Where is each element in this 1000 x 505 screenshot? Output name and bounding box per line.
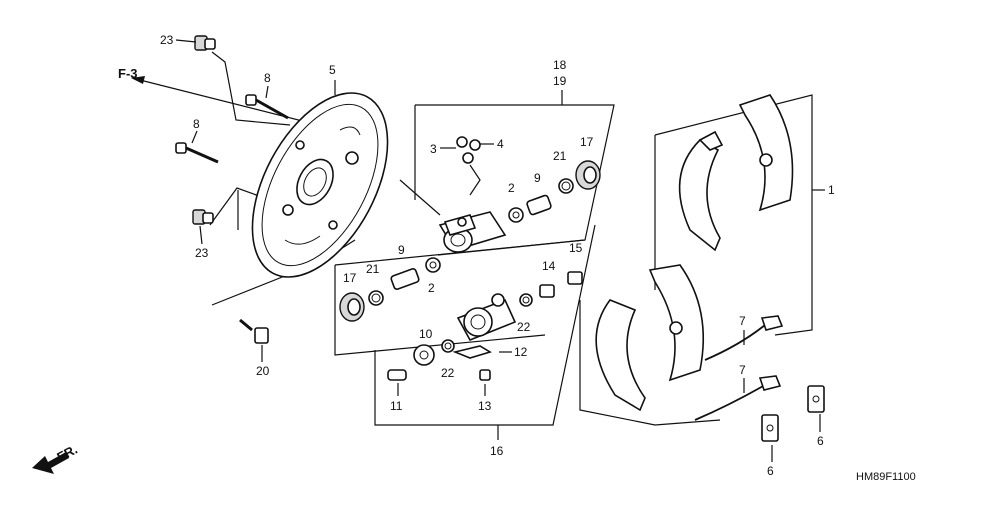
callout-13: 13	[478, 399, 492, 413]
leader-plate-to-cylinder	[399, 179, 441, 216]
group-frame-left-cylinder	[334, 265, 546, 356]
callout-6-right: 6	[817, 434, 824, 448]
callout-10: 10	[419, 327, 433, 341]
brake-shoe-lower-left	[595, 299, 646, 412]
f3-arrow-head	[131, 76, 145, 84]
clip-6-right	[807, 385, 825, 413]
reference-label: F-3	[118, 66, 138, 81]
bleeder-13	[479, 369, 491, 381]
boot-17-lower	[339, 292, 365, 322]
callout-5: 5	[329, 63, 336, 77]
tick-8-upper	[265, 85, 269, 99]
callout-16: 16	[490, 444, 504, 458]
callout-4: 4	[497, 137, 504, 151]
return-spring-7-upper	[704, 315, 784, 361]
callout-8-upper: 8	[264, 71, 271, 85]
backing-plate	[251, 92, 389, 278]
washer-22-upper	[519, 293, 533, 307]
callout-22-upper: 22	[517, 320, 531, 334]
callout-9-upper: 9	[534, 171, 541, 185]
return-spring-7-lower	[694, 375, 782, 421]
tick-8-lower	[191, 130, 198, 144]
screw-11	[387, 369, 407, 381]
bleeder-23-lower	[192, 209, 214, 225]
tick-23-lower	[199, 225, 203, 245]
callout-1: 1	[828, 183, 835, 197]
callout-21-upper: 21	[553, 149, 567, 163]
group-frame-1-lower	[579, 300, 721, 426]
callout-2-upper: 2	[508, 181, 515, 195]
brake-shoe-upper-left	[678, 130, 724, 252]
callout-9-lower: 9	[398, 243, 405, 257]
callout-17-lower: 17	[343, 271, 357, 285]
bolt-20	[239, 318, 269, 344]
ring-21-upper	[558, 178, 574, 194]
group-frame-1	[654, 94, 813, 336]
wheel-cylinder-upper	[438, 211, 507, 253]
ring-21-lower	[368, 290, 384, 306]
clip-6-left	[761, 414, 779, 442]
callout-17-upper: 17	[580, 135, 594, 149]
bleeder-3-4	[456, 136, 481, 196]
leader-23-top	[211, 51, 291, 126]
callout-6-left: 6	[767, 464, 774, 478]
callout-7-upper: 7	[739, 314, 746, 328]
adjuster-wheel-10	[413, 344, 435, 366]
bolt-8-lower	[175, 142, 219, 164]
adjuster-cylinder-16	[456, 293, 517, 342]
callout-15: 15	[569, 241, 583, 255]
bolt-15	[567, 271, 583, 285]
brake-shoe-lower-right	[648, 264, 705, 382]
callout-7-lower: 7	[739, 363, 746, 377]
f3-arrow-line	[139, 79, 331, 129]
callout-20: 20	[256, 364, 270, 378]
callout-18: 18	[553, 58, 567, 72]
callout-11: 11	[390, 399, 403, 413]
cup-2-upper	[508, 207, 524, 223]
front-direction-arrow	[32, 452, 69, 474]
screw-14	[539, 284, 555, 298]
piston-9-upper	[526, 194, 552, 216]
diagram-code: HM89F1100	[856, 471, 916, 483]
cup-2-lower	[425, 257, 441, 273]
tick-23-upper	[175, 39, 197, 43]
bleeder-23-upper	[194, 35, 216, 51]
bolt-8-upper	[245, 94, 289, 120]
callout-14: 14	[542, 259, 556, 273]
callout-12: 12	[514, 345, 528, 359]
spring-clip-12	[452, 345, 492, 359]
boot-17-upper	[575, 160, 601, 190]
group-frame-16	[374, 224, 596, 426]
washer-22-lower	[441, 339, 455, 353]
callout-2-lower: 2	[428, 281, 435, 295]
callout-22-lower: 22	[441, 366, 455, 380]
callout-23-upper: 23	[160, 33, 174, 47]
callout-8-lower: 8	[193, 117, 200, 131]
brake-shoe-upper-right	[738, 94, 794, 212]
callout-3: 3	[430, 142, 437, 156]
callout-23-lower: 23	[195, 246, 209, 260]
piston-9-lower	[390, 268, 420, 290]
callout-21-lower: 21	[366, 262, 380, 276]
callout-19: 19	[553, 74, 567, 88]
